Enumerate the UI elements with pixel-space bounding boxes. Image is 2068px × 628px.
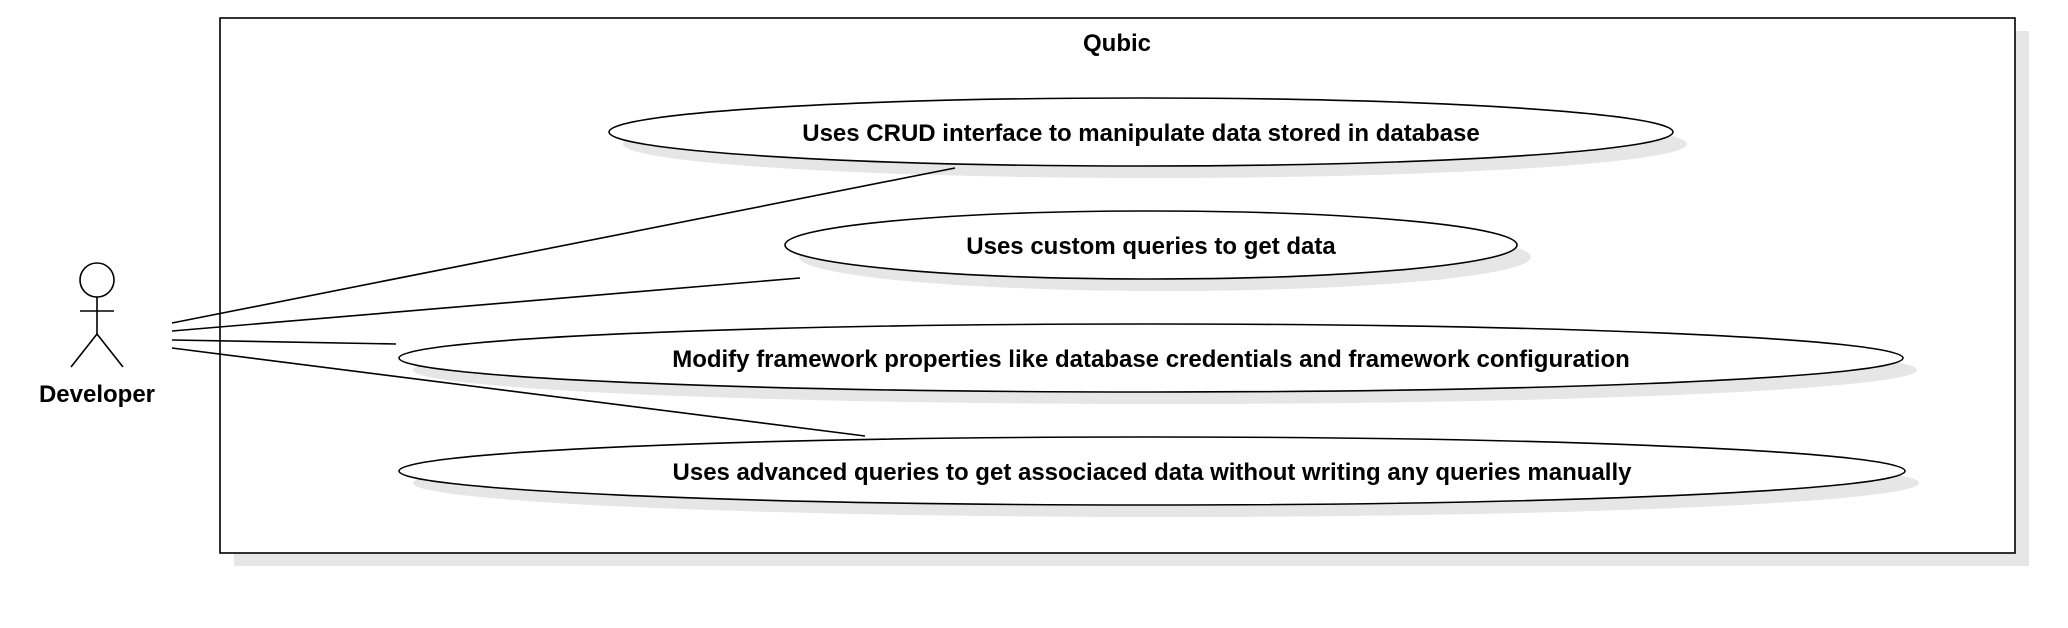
association-framework-properties: [171, 339, 397, 345]
actor-developer[interactable]: Developer: [39, 262, 155, 408]
association-custom-queries: [171, 277, 801, 332]
use-case-ellipse: [398, 436, 1906, 506]
use-case-ellipse: [784, 210, 1518, 280]
system-name: Qubic: [1083, 30, 1151, 57]
use-case-ellipse: [608, 97, 1674, 167]
use-case-label: Modify framework properties like databas…: [672, 346, 1630, 373]
use-case-ellipse: [398, 323, 1904, 393]
use-case-label: Uses advanced queries to get associaced …: [673, 459, 1633, 486]
association-crud: [171, 167, 956, 324]
use-case-framework-properties[interactable]: Modify framework properties like databas…: [398, 323, 1917, 404]
use-case-crud[interactable]: Uses CRUD interface to manipulate data s…: [608, 97, 1687, 178]
actor-name: Developer: [39, 381, 155, 408]
stick-figure-icon: [70, 262, 124, 368]
use-case-advanced-queries[interactable]: Uses advanced queries to get associaced …: [398, 436, 1919, 517]
use-case-custom-queries[interactable]: Uses custom queries to get data: [784, 210, 1531, 291]
association-advanced-queries: [171, 347, 866, 437]
use-case-label: Uses CRUD interface to manipulate data s…: [802, 120, 1480, 147]
use-case-label: Uses custom queries to get data: [966, 233, 1336, 260]
